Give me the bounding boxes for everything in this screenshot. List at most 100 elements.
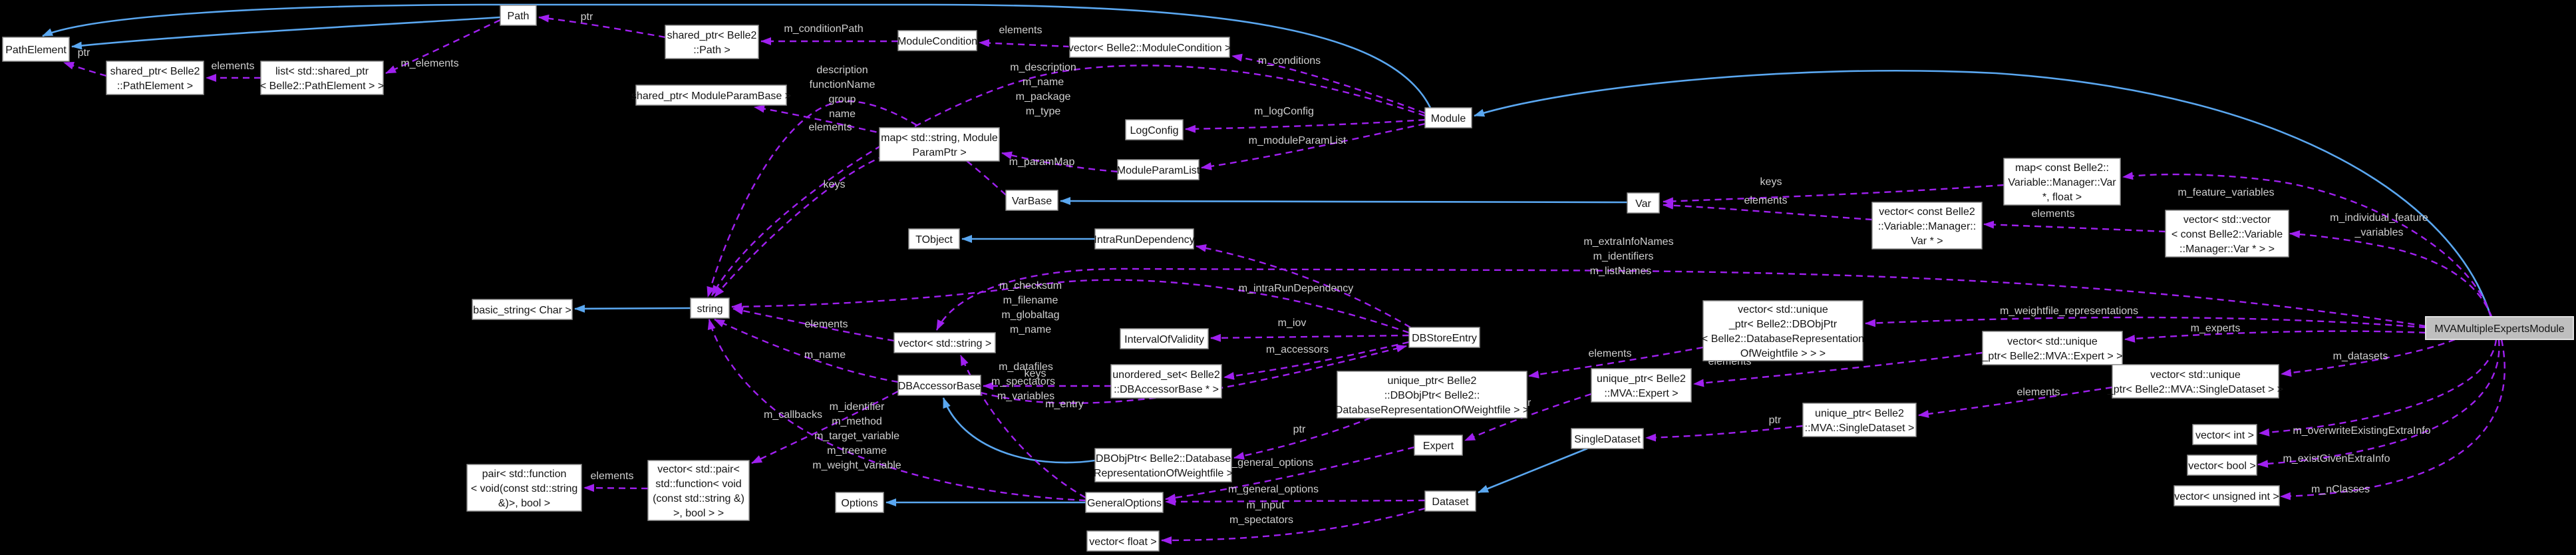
- edge-singleDataset-dataset: [1478, 447, 1588, 494]
- edge-label-m_spectators: m_spectators: [991, 376, 1055, 387]
- node-string[interactable]: string: [690, 297, 730, 319]
- node-module[interactable]: Module: [1424, 107, 1472, 128]
- node-box-options: [835, 492, 884, 513]
- node-box-logConfig: [1125, 119, 1184, 140]
- edge-label-ptr: ptr: [581, 11, 593, 23]
- node-vecVecVar[interactable]: vector< std::vector< const Belle2::Varia…: [2165, 210, 2289, 258]
- edge-label-m_existGivenExtraInfo: m_existGivenExtraInfo: [2283, 453, 2390, 464]
- node-vecUpDbObj[interactable]: vector< std::unique_ptr< Belle2::DBObjPt…: [1702, 300, 1864, 361]
- node-var[interactable]: Var: [1627, 192, 1660, 214]
- node-vecUInt[interactable]: vector< unsigned int >: [2174, 485, 2280, 506]
- edge-label-elements: elements: [2017, 387, 2060, 398]
- node-upSingleDataset[interactable]: unique_ptr< Belle2::MVA::SingleDataset >: [1802, 403, 1917, 437]
- node-upDbObj[interactable]: unique_ptr< Belle2::DBObjPtr< Belle2::Da…: [1335, 371, 1529, 419]
- node-vecFloat[interactable]: vector< float >: [1086, 530, 1160, 552]
- edge-module-pathElement: [42, 3, 1432, 108]
- edge-label-m_identifier: m_identifier: [830, 401, 885, 413]
- edge-label-m_name: m_name: [1010, 324, 1051, 335]
- node-label-vecVar: vector< const Belle2::Variable::Manager:…: [1878, 206, 1976, 247]
- edge-expert-generalOptions: [1165, 446, 1415, 502]
- node-mva[interactable]: MVAMultipleExpertsModule: [2425, 316, 2574, 340]
- node-listSpPathElement[interactable]: list< std::shared_ptr< Belle2::PathEleme…: [260, 61, 384, 95]
- node-moduleParamList[interactable]: ModuleParamList: [1117, 159, 1200, 180]
- node-vecModuleCondition[interactable]: vector< Belle2::ModuleCondition >: [1068, 37, 1231, 58]
- node-box-vecUInt: [2174, 485, 2280, 506]
- node-box-basicString: [472, 299, 573, 320]
- node-box-vecUpExpert: [1982, 331, 2123, 365]
- node-box-vecFloat: [1086, 530, 1160, 552]
- edge-label-description: description: [816, 65, 868, 76]
- edge-vecUpDbObj-upDbObj: [1528, 346, 1704, 379]
- node-vecPair[interactable]: vector< std::pair<std::function< void(co…: [647, 460, 750, 521]
- node-intraRunDependency[interactable]: IntraRunDependency: [1094, 228, 1195, 250]
- node-spPathElement[interactable]: shared_ptr< Belle2::PathElement >: [106, 61, 204, 95]
- edge-label-m_target_variable: m_target_variable: [814, 431, 899, 442]
- edge-label-keys: keys: [1760, 176, 1782, 188]
- node-box-intraRunDependency: [1094, 228, 1194, 250]
- node-vecUpSingleDataset[interactable]: vector< std::unique_ptr< Belle2::MVA::Si…: [2107, 364, 2283, 399]
- node-label-unorderedSet: unordered_set< Belle2::DBAccessorBase * …: [1112, 369, 1220, 395]
- node-dbAccessorBase[interactable]: DBAccessorBase: [897, 375, 981, 396]
- edge-vecVecVar-vecVar: [1983, 220, 2166, 233]
- node-pathElement[interactable]: PathElement: [2, 37, 70, 62]
- edge-module-logConfig: [1185, 118, 1426, 133]
- node-spPath[interactable]: shared_ptr< Belle2::Path >: [665, 25, 759, 59]
- node-label-moduleParamList: ModuleParamList: [1117, 165, 1200, 176]
- node-box-spPath: [665, 25, 759, 59]
- node-vecVar[interactable]: vector< const Belle2::Variable::Manager:…: [1871, 202, 1983, 250]
- edge-dataset-generalOptions: [1165, 497, 1426, 506]
- node-label-vecUpSingleDataset: vector< std::unique_ptr< Belle2::MVA::Si…: [2107, 369, 2283, 395]
- node-basicString[interactable]: basic_string< Char >: [472, 299, 573, 320]
- node-vecBool[interactable]: vector< bool >: [2187, 455, 2257, 476]
- node-box-dataset: [1424, 490, 1476, 512]
- node-options[interactable]: Options: [835, 492, 884, 513]
- edge-dbAccessorBase-string: [714, 318, 899, 383]
- node-logConfig[interactable]: LogConfig: [1125, 119, 1184, 140]
- node-tobject[interactable]: TObject: [908, 228, 960, 250]
- node-label-mapVarFloat: map< const Belle2::Variable::Manager::Va…: [2008, 162, 2116, 203]
- node-dbStoreEntry[interactable]: DBStoreEntry: [1408, 327, 1480, 348]
- node-box-module: [1424, 107, 1472, 128]
- node-upExpert[interactable]: unique_ptr< Belle2::MVA::Expert >: [1591, 368, 1692, 403]
- edge-generalOptions-string: [707, 319, 1086, 502]
- node-box-pairFn: [466, 464, 582, 512]
- edge-label-m_method: m_method: [832, 416, 882, 427]
- node-path[interactable]: Path: [500, 5, 537, 26]
- node-intervalOfValidity[interactable]: IntervalOfValidity: [1120, 328, 1209, 349]
- node-moduleCondition[interactable]: ModuleCondition: [897, 30, 977, 51]
- edge-vecString-string: [732, 307, 895, 342]
- node-box-vecModuleCondition: [1069, 37, 1230, 58]
- node-generalOptions[interactable]: GeneralOptions: [1085, 492, 1164, 513]
- node-varBase[interactable]: VarBase: [1005, 190, 1058, 211]
- edge-label-elements: elements: [1589, 348, 1632, 359]
- edge-label-m_datasets: m_datasets: [2333, 351, 2388, 362]
- node-vecUpExpert[interactable]: vector< std::unique_ptr< Belle2::MVA::Ex…: [1982, 331, 2123, 365]
- node-expert[interactable]: Expert: [1414, 435, 1463, 456]
- node-pairFn[interactable]: pair< std::function< void(const std::str…: [466, 464, 582, 512]
- edge-label-m_spectators: m_spectators: [1229, 514, 1293, 526]
- node-vecString[interactable]: vector< std::string >: [893, 332, 996, 353]
- edge-label-_variables: _variables: [2354, 227, 2404, 238]
- node-spModuleParamBase[interactable]: shared_ptr< ModuleParamBase >: [631, 85, 791, 106]
- node-box-upExpert: [1591, 368, 1692, 403]
- edge-label-m_individual_feature: m_individual_feature: [2330, 212, 2428, 224]
- edge-string-basicString: [574, 304, 691, 313]
- edge-spPathElement-pathElement: [63, 61, 107, 77]
- node-vecInt[interactable]: vector< int >: [2192, 424, 2257, 445]
- edge-label-elements: elements: [212, 61, 255, 72]
- node-singleDataset[interactable]: SingleDataset: [1571, 428, 1644, 449]
- node-mapVarFloat[interactable]: map< const Belle2::Variable::Manager::Va…: [2003, 158, 2121, 206]
- edge-module-vecModuleCondition: [1231, 53, 1426, 114]
- node-dataset[interactable]: Dataset: [1424, 490, 1476, 512]
- edge-mva-vecInt: [2259, 339, 2497, 437]
- node-box-moduleParamList: [1117, 159, 1200, 180]
- node-unorderedSet[interactable]: unordered_set< Belle2::DBAccessorBase * …: [1110, 364, 1222, 399]
- edge-label-m_globaltag: m_globaltag: [1001, 309, 1059, 321]
- edge-label-elements: elements: [2032, 208, 2075, 220]
- edge-varBase-string: [707, 100, 1007, 297]
